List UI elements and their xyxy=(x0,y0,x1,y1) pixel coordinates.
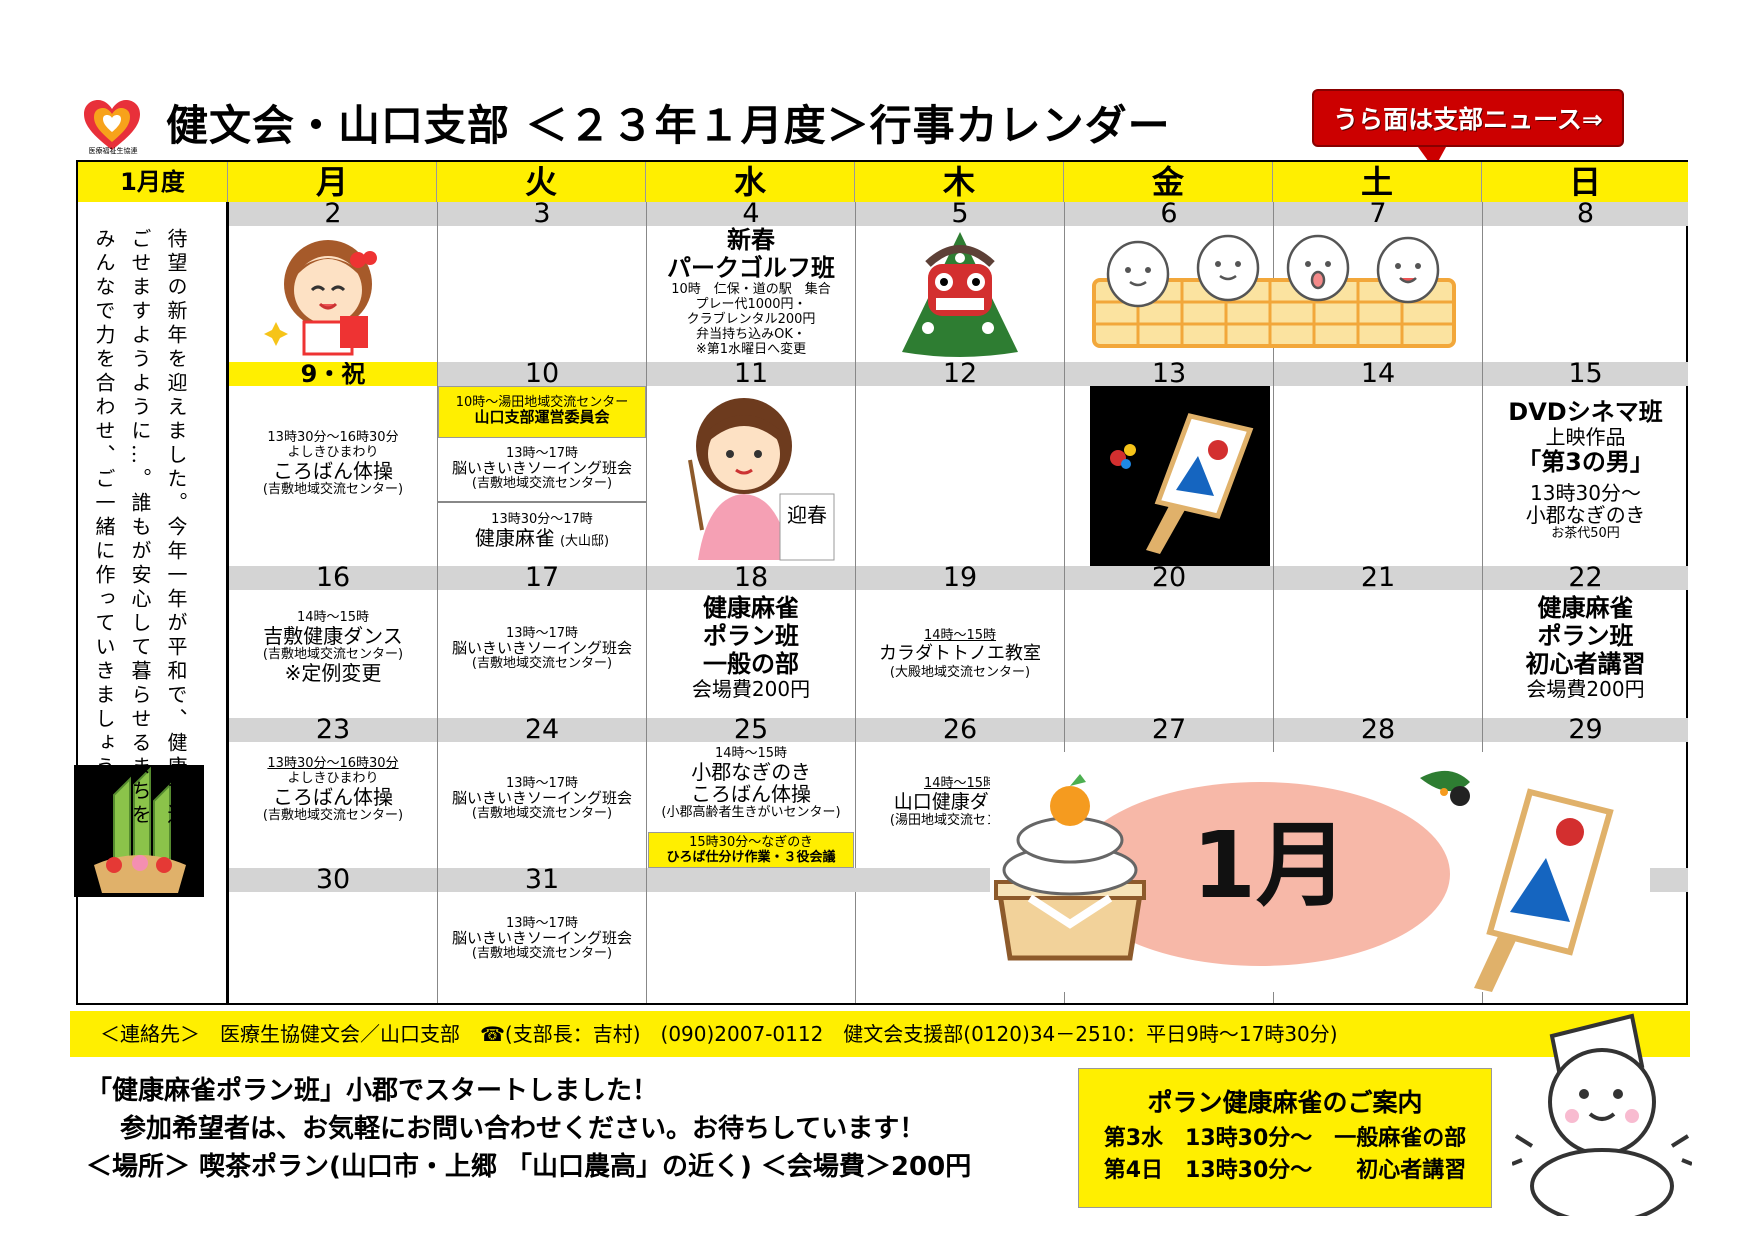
polan-announcement: 「健康麻雀ポラン班」小郡でスタートしました！ 参加希望者は、お気軽にお問い合わせ… xyxy=(86,1072,971,1186)
date-4: 4 xyxy=(647,202,855,226)
event-mahjong-beginner: 健康麻雀 ポラン班 初心者講習 会場費200円 xyxy=(1525,594,1646,701)
event-mahjong-10: 13時30分～17時 健康麻雀 (大山邸) xyxy=(474,512,610,550)
weekday-mon: 月 xyxy=(228,162,437,202)
date-9-holiday: 9・祝 xyxy=(229,362,437,386)
date-31: 31 xyxy=(438,868,646,892)
date-12: 12 xyxy=(856,362,1064,386)
month-label-header: 1月度 xyxy=(78,162,228,202)
date-16: 16 xyxy=(229,566,437,590)
logo-text: 医療福祉生協連 xyxy=(88,147,138,155)
date-18: 18 xyxy=(647,566,855,590)
date-8: 8 xyxy=(1483,202,1688,226)
big-month-label: 1月 xyxy=(1191,812,1348,919)
date-10: 10 xyxy=(438,362,646,386)
date-25: 25 xyxy=(647,718,855,742)
date-20: 20 xyxy=(1065,566,1273,590)
weekday-sat: 土 xyxy=(1273,162,1482,202)
weekday-tue: 火 xyxy=(437,162,646,202)
event-sewing-10: 13時～17時 脳いきいきソーイング班会 (吉敷地域交流センター) xyxy=(438,438,646,502)
event-sewing-24: 13時～17時 脳いきいきソーイング班会 (吉敷地域交流センター) xyxy=(451,776,632,821)
date-13: 13 xyxy=(1065,362,1273,386)
date-15: 15 xyxy=(1483,362,1688,386)
event-karada-totonoe: 14時～15時 カラダトトノエ教室 (大殿地域交流センター) xyxy=(879,628,1041,680)
date-28: 28 xyxy=(1274,718,1482,742)
weekday-wed: 水 xyxy=(646,162,855,202)
weekday-thu: 木 xyxy=(855,162,1064,202)
date-7: 7 xyxy=(1274,202,1482,226)
page-title: 健文会・山口支部 ＜２３年１月度＞行事カレンダー xyxy=(166,101,1171,150)
girl-with-otoshidama-icon xyxy=(264,240,377,356)
event-mahjong-general: 健康麻雀 ポラン班 一般の部 会場費200円 xyxy=(691,594,811,701)
date-11: 11 xyxy=(647,362,855,386)
date-26: 26 xyxy=(856,718,1064,742)
announcement-line-1: 「健康麻雀ポラン班」小郡でスタートしました！ xyxy=(86,1076,659,1106)
date-24: 24 xyxy=(438,718,646,742)
date-2: 2 xyxy=(229,202,437,226)
girl-calligraphy-icon: 迎春 xyxy=(688,398,835,561)
event-sewing-31: 13時～17時 脳いきいきソーイング班会 (吉敷地域交流センター) xyxy=(451,916,632,961)
snowman-icon xyxy=(1512,1013,1692,1216)
contact-bar: ＜連絡先＞ 医療生協健文会／山口支部 ☎(支部長：吉村) (090)2007-0… xyxy=(70,1011,1690,1057)
kadomatsu-icon xyxy=(74,765,204,897)
coop-logo-icon xyxy=(84,100,140,150)
event-koroban-exercise-23: 13時30分～16時30分 よしきひまわり ころばん体操 (吉敷地域交流センター… xyxy=(262,756,404,823)
january-decoration: 1月 xyxy=(990,752,1650,992)
date-30: 30 xyxy=(229,868,437,892)
greeting-message: 待望の新年を迎えました。今年一年が平和で、健康で過ごせますようように…。誰もが安… xyxy=(92,228,188,828)
polan-info-box: ポラン健康麻雀のご案内 第3水 13時30分～ 一般麻雀の部 第4日 13時30… xyxy=(1078,1068,1492,1208)
date-23: 23 xyxy=(229,718,437,742)
event-koroban-exercise-9: 13時30分～16時30分 よしきひまわり ころばん体操 (吉敷地域交流センター… xyxy=(262,430,404,497)
info-row-2: 第4日 13時30分～ 初心者講習 xyxy=(1103,1158,1467,1183)
date-21: 21 xyxy=(1274,566,1482,590)
date-29: 29 xyxy=(1483,718,1688,742)
event-branch-committee: 10時～湯田地域交流センター 山口支部運営委員会 xyxy=(438,386,646,438)
back-page-news-banner[interactable]: うら面は支部ニュース⇒ xyxy=(1312,89,1624,147)
event-hiroba-sorting: 15時30分～なぎのき ひろば仕分け作業・３役会議 xyxy=(648,832,854,868)
date-5: 5 xyxy=(856,202,1064,226)
date-14: 14 xyxy=(1274,362,1482,386)
weekday-fri: 金 xyxy=(1064,162,1273,202)
event-sewing-17: 13時～17時 脳いきいきソーイング班会 (吉敷地域交流センター) xyxy=(451,626,632,671)
event-park-golf: 新春 パークゴルフ班 10時 仁保・道の駅 集合 プレー代1000円・ クラブレ… xyxy=(667,226,835,357)
weekday-sun: 日 xyxy=(1482,162,1688,202)
shishimai-lion-dance-icon xyxy=(902,232,1018,357)
event-yoshiki-dance: 14時～15時 吉敷健康ダンス (吉敷地域交流センター) ※定例変更 xyxy=(262,610,404,685)
event-calendar: 1月度 月 火 水 木 金 土 日 2 3 4 5 6 7 8 9・祝 10 1… xyxy=(74,160,1688,1005)
event-dvd-cinema: DVDシネマ班 上映作品 「第3の男」 13時30分～ 小郡なぎのき お茶代50… xyxy=(1508,398,1663,541)
hagoita-paddle-icon xyxy=(1090,386,1270,566)
fukuwarai-mochi-icon xyxy=(1092,234,1456,348)
date-6: 6 xyxy=(1065,202,1273,226)
announcement-line-3: ＜場所＞ 喫茶ポラン(山口市・上郷 「山口農高」の近く) ＜会場費＞200円 xyxy=(86,1152,972,1182)
kagami-mochi-icon xyxy=(994,770,1614,992)
date-3: 3 xyxy=(438,202,646,226)
date-22: 22 xyxy=(1483,566,1688,590)
geishun-sign: 迎春 xyxy=(787,503,827,527)
info-row-1: 第3水 13時30分～ 一般麻雀の部 xyxy=(1103,1126,1467,1151)
info-title: ポラン健康麻雀のご案内 xyxy=(1147,1088,1423,1117)
event-koroban-ogori: 14時～15時 小郡なぎのき ころばん体操 (小郡高齢者生きがいセンター) xyxy=(661,746,841,820)
date-27: 27 xyxy=(1065,718,1273,742)
announcement-line-2: 参加希望者は、お気軽にお問い合わせください。お待ちしています！ xyxy=(120,1114,926,1144)
date-17: 17 xyxy=(438,566,646,590)
date-19: 19 xyxy=(856,566,1064,590)
